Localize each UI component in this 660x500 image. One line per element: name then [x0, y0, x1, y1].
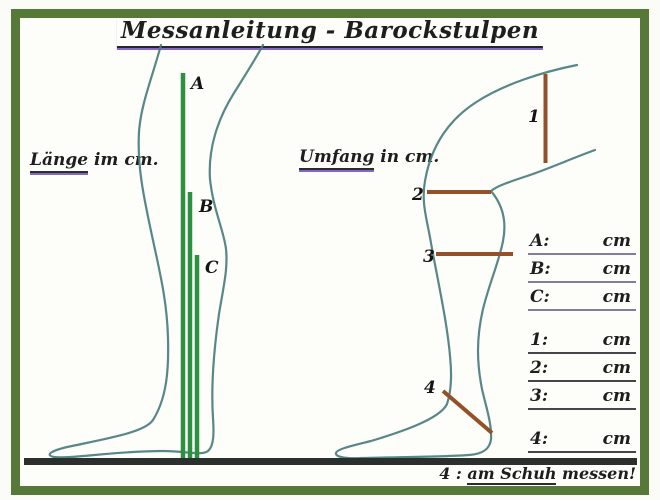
diagram-label-3: 3	[423, 247, 435, 267]
diagram-label-1: 1	[528, 107, 540, 127]
form-row-A-label: A:	[530, 231, 550, 251]
form-row-A-unit: cm	[602, 231, 631, 251]
form-row-4: 4: cm	[528, 429, 636, 453]
form-row-C-label: C:	[530, 287, 550, 307]
girth-section-heading: Umfang in cm.	[299, 147, 440, 170]
form-row-B-label: B:	[530, 259, 551, 279]
diagram-label-A: A	[191, 74, 205, 94]
form-row-C-unit: cm	[602, 287, 631, 307]
diagram-label-B: B	[199, 197, 214, 217]
form-row-3-label: 3:	[530, 386, 549, 406]
form-row-4-label: 4:	[530, 429, 549, 449]
form-row-4-unit: cm	[602, 429, 631, 449]
page-title: Messanleitung - Barockstulpen	[116, 17, 544, 48]
green-border-frame	[11, 9, 649, 495]
girth-line-4	[441, 389, 494, 435]
form-row-1-label: 1:	[530, 330, 549, 350]
length-heading-rest: im cm.	[88, 150, 159, 170]
length-section-heading: Länge im cm.	[30, 150, 159, 173]
diagram-label-4: 4	[424, 378, 436, 398]
form-row-C: C: cm	[528, 287, 636, 311]
footnote-prefix: 4 :	[439, 464, 468, 483]
form-row-3-unit: cm	[602, 386, 631, 406]
form-row-2: 2: cm	[528, 358, 636, 382]
form-row-2-unit: cm	[602, 358, 631, 378]
footnote-suffix: messen!	[556, 464, 636, 483]
form-row-2-label: 2:	[530, 358, 549, 378]
ground-line	[24, 458, 637, 465]
left-leg-outline	[48, 43, 265, 459]
girth-heading-rest: in cm.	[374, 147, 440, 167]
diagram-label-2: 2	[412, 185, 424, 205]
form-row-B-unit: cm	[602, 259, 631, 279]
form-row-B: B: cm	[528, 259, 636, 283]
form-row-1-unit: cm	[602, 330, 631, 350]
length-heading-underlined: Länge	[30, 150, 89, 173]
footnote-underlined: am Schuh	[467, 464, 557, 485]
form-row-3: 3: cm	[528, 386, 636, 410]
form-row-A: A: cm	[528, 231, 636, 255]
footnote: 4 : am Schuh messen!	[439, 464, 636, 485]
diagram-label-C: C	[205, 258, 219, 278]
girth-heading-underlined: Umfang	[299, 147, 375, 170]
form-row-1: 1: cm	[528, 330, 636, 354]
